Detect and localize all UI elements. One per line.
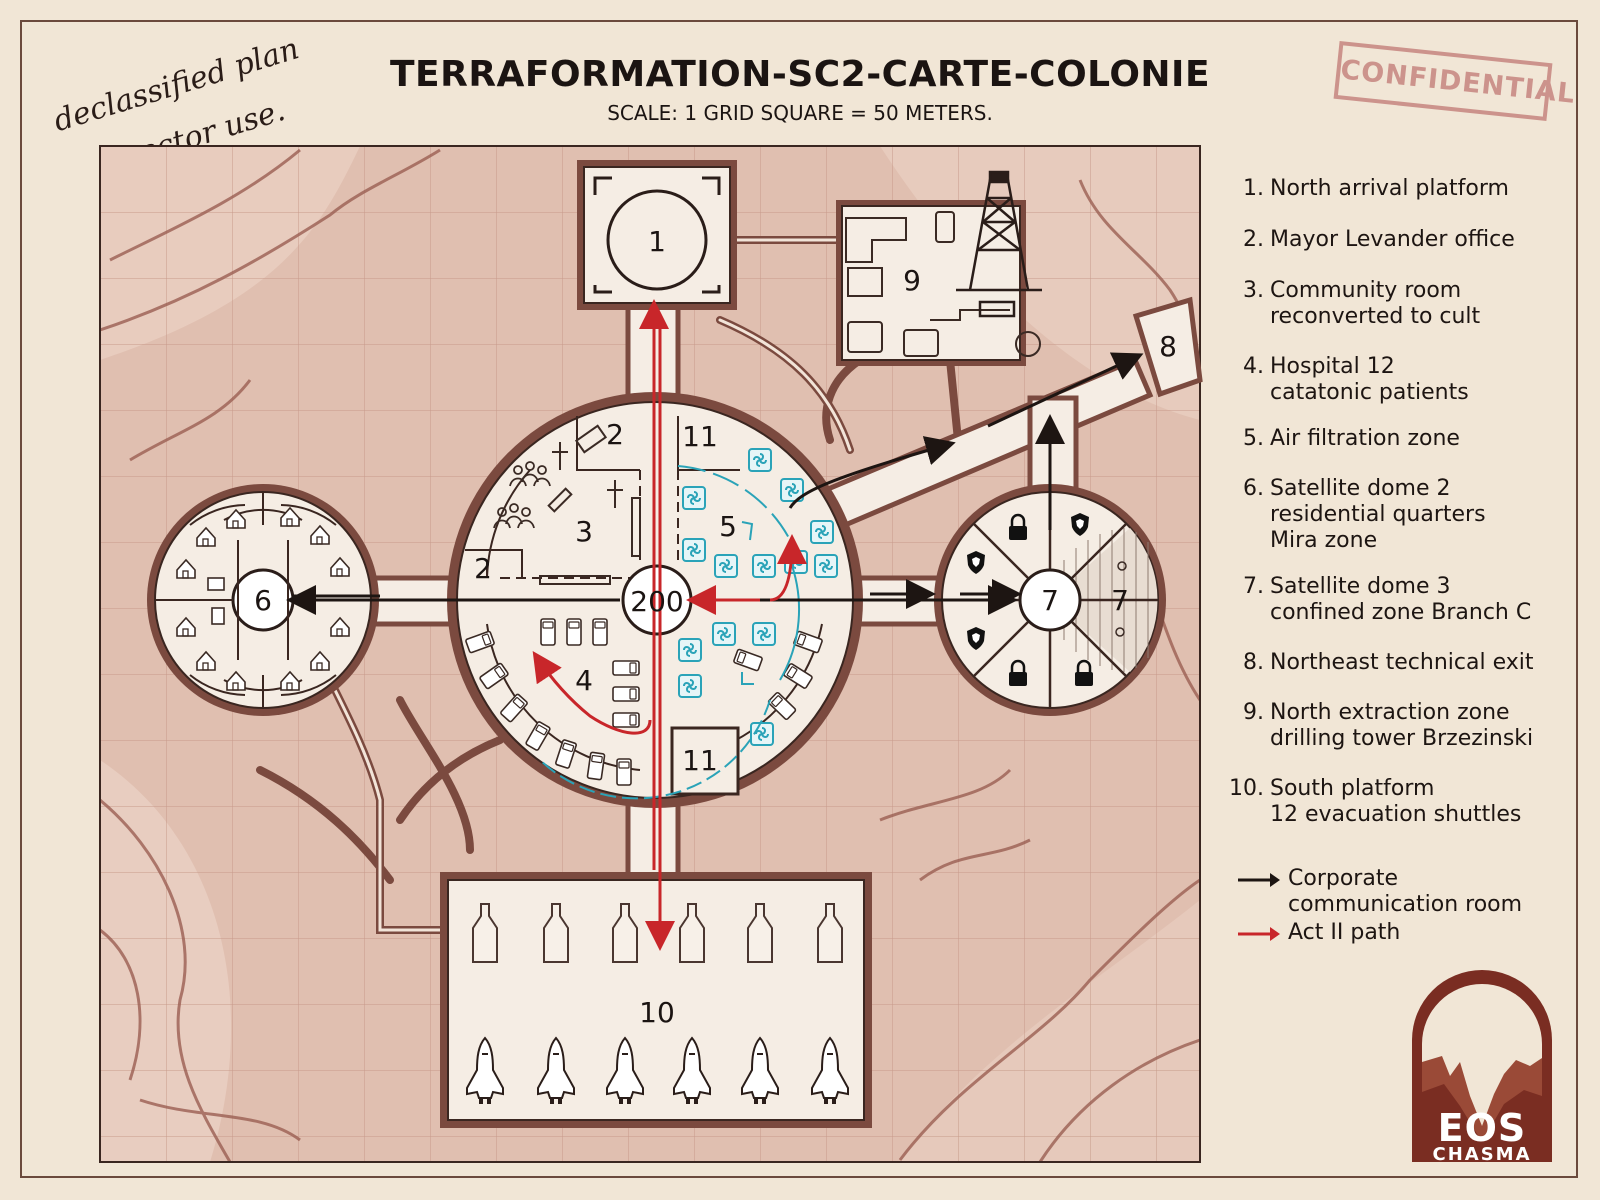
sheet-frame xyxy=(20,20,1578,1178)
label-zone-2-left: 2 xyxy=(474,552,492,585)
label-zone-11-bottom: 11 xyxy=(682,744,718,777)
legend-item-8: 8.Northeast technical exit xyxy=(1243,650,1534,675)
label-zone-8: 8 xyxy=(1159,330,1177,363)
label-zone-4: 4 xyxy=(575,664,593,697)
label-zone-6: 6 xyxy=(254,584,272,617)
label-zone-1: 1 xyxy=(648,225,666,258)
zone-1-north-arrival-platform[interactable] xyxy=(577,160,737,310)
black-arrow-icon xyxy=(1238,873,1280,887)
cross-icon xyxy=(552,442,623,508)
red-arrow-icon xyxy=(1238,927,1280,941)
zone-9-north-extraction-zone[interactable] xyxy=(836,170,1042,366)
legend-item-2: 2.Mayor Levander office xyxy=(1243,227,1515,252)
legend-item-7: 7.Satellite dome 3 confined zone Branch … xyxy=(1243,574,1532,625)
drilling-tower-icon xyxy=(956,170,1042,318)
label-zone-5: 5 xyxy=(719,510,737,543)
legend-item-10: 10.South platform 12 evacuation shuttles xyxy=(1229,776,1522,827)
label-zone-11-top: 11 xyxy=(682,420,718,453)
label-zone-9: 9 xyxy=(903,264,921,297)
people-icon xyxy=(493,461,551,529)
legend-item-6: 6.Satellite dome 2 residential quarters … xyxy=(1243,476,1486,553)
legend-item-9: 9.North extraction zone drilling tower B… xyxy=(1243,700,1534,751)
map-title: TERRAFORMATION-SC2-CARTE-COLONIE xyxy=(389,54,1211,95)
eos-chasma-logo xyxy=(1412,970,1552,1162)
label-zone-10: 10 xyxy=(639,996,675,1029)
legend-item-4: 4.Hospital 12 catatonic patients xyxy=(1243,354,1469,405)
legend-item-3: 3.Community room reconverted to cult xyxy=(1243,278,1481,329)
legend-item-5: 5.Air filtration zone xyxy=(1243,426,1460,451)
label-zone-7: 7 xyxy=(1041,584,1059,617)
label-hub: 200 xyxy=(630,585,683,618)
label-zone-7-branch: 7 xyxy=(1111,584,1129,617)
label-zone-3: 3 xyxy=(575,515,593,548)
zone-8-northeast-technical-exit[interactable] xyxy=(1132,296,1203,398)
act-ii-path-arrows xyxy=(532,299,807,951)
logo-text-eos: EOS xyxy=(1437,1106,1527,1150)
zone-10-south-platform[interactable] xyxy=(440,872,872,1128)
legend-item-1: 1.North arrival platform xyxy=(1243,176,1509,201)
zone-7-satellite-dome-3[interactable] xyxy=(934,484,1166,716)
zone-6-satellite-dome-2[interactable] xyxy=(147,484,379,716)
logo-text-chasma: CHASMA xyxy=(1432,1144,1532,1165)
label-zone-2-top: 2 xyxy=(606,418,624,451)
map-scale: SCALE: 1 GRID SQUARE = 50 METERS. xyxy=(607,101,993,125)
